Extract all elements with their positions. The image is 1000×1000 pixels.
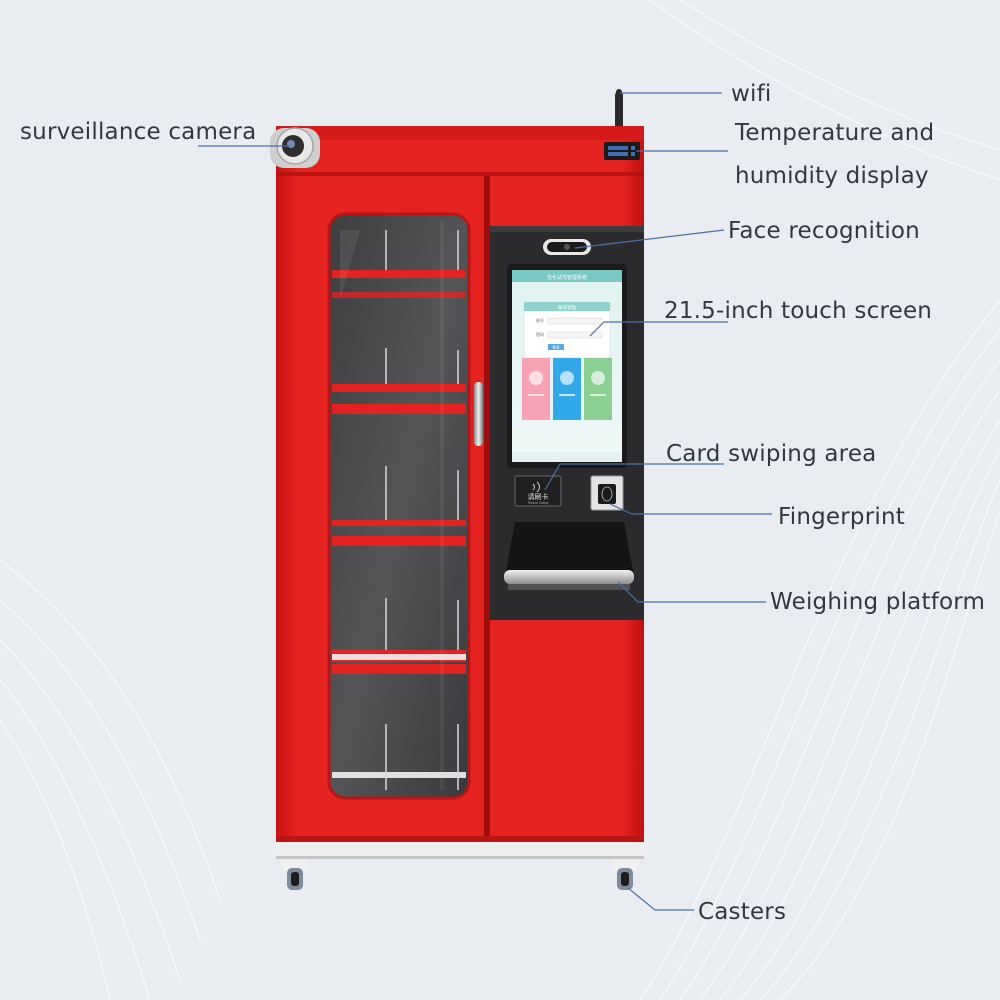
touch-screen[interactable]: 性化试剂管理系统 账号登陆 账号 密码 登录	[507, 264, 627, 468]
label-temperature: Temperature and	[735, 120, 935, 146]
screen-tile-2[interactable]	[553, 358, 581, 420]
screen-title: 性化试剂管理系统	[547, 274, 587, 281]
label-face-recognition: Face recognition	[728, 218, 920, 244]
card-reader-text: 请刷卡	[528, 492, 549, 501]
tile-icon-3	[591, 371, 605, 385]
glass-door	[327, 212, 471, 800]
tile-icon-1	[529, 371, 543, 385]
face-recognition-camera	[543, 239, 591, 255]
cabinet-top	[276, 126, 644, 142]
screen-tile-3[interactable]	[584, 358, 612, 420]
screen-tile-1[interactable]	[522, 358, 550, 420]
surveillance-camera	[270, 127, 320, 168]
login-title: 账号登陆	[558, 304, 576, 311]
label-card-swiping-area: Card swiping area	[666, 441, 877, 467]
fingerprint-reader[interactable]	[590, 475, 624, 511]
weighing-platform[interactable]	[504, 522, 634, 590]
temperature-humidity-display	[604, 142, 640, 160]
contactless-icon	[532, 481, 540, 493]
fingerprint-icon	[601, 486, 613, 502]
label-humidity-display: humidity display	[735, 163, 929, 189]
login-button-label: 登录	[552, 345, 560, 350]
password-label: 密码	[536, 331, 544, 337]
login-button[interactable]	[548, 344, 564, 350]
cabinet-base	[276, 842, 644, 858]
label-weighing-platform: Weighing platform	[770, 589, 986, 615]
tile-icon-2	[560, 371, 574, 385]
label-casters: Casters	[698, 899, 787, 925]
label-wifi: wifi	[731, 81, 772, 107]
label-fingerprint: Fingerprint	[778, 504, 905, 530]
label-touch-screen: 21.5-inch touch screen	[664, 298, 933, 324]
card-reader-subtext: Please Swipe	[528, 501, 549, 505]
account-input[interactable]	[547, 317, 603, 325]
casters	[282, 859, 638, 890]
account-label: 账号	[536, 317, 544, 323]
card-reader[interactable]: 请刷卡 Please Swipe	[514, 475, 562, 507]
password-input[interactable]	[547, 331, 603, 339]
label-surveillance-camera: surveillance camera	[20, 119, 257, 145]
